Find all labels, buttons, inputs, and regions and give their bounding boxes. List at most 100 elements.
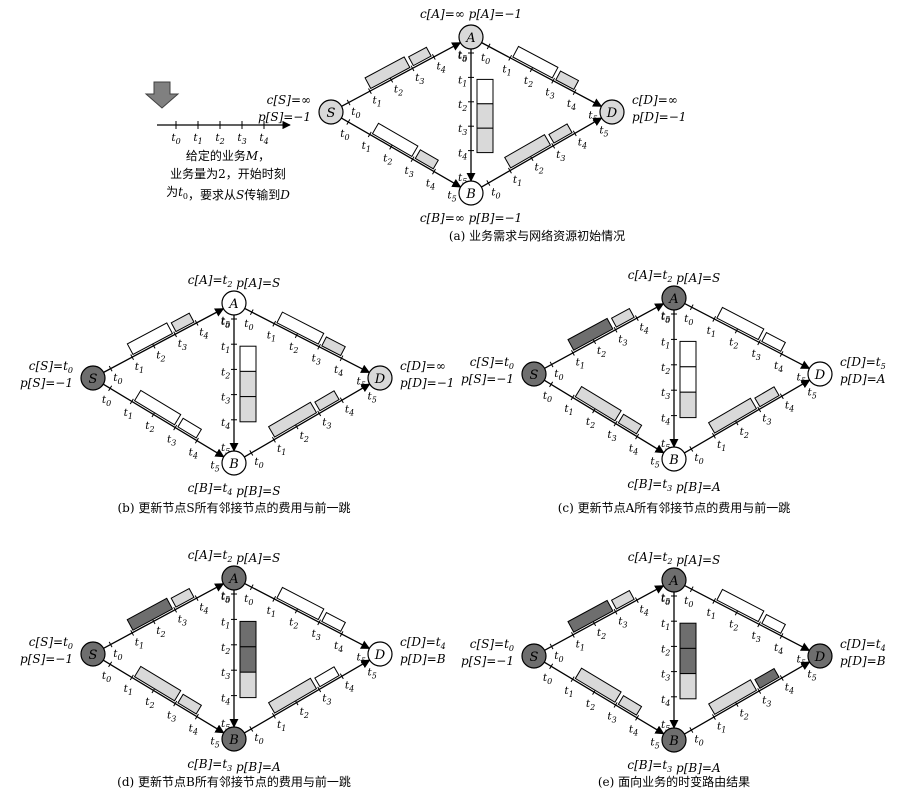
panel-a-edge-SB (341, 117, 462, 188)
panel-e-edge-BD-tick (779, 675, 784, 681)
panel-b-edge-AD-tick (339, 355, 344, 362)
panel-a-edge-AD-tick-label: t4 (567, 98, 576, 112)
panel-a-label-B: c[B]=∞ p[B]=−1 (420, 211, 522, 225)
panel-e-label-A: c[A]=t2 p[A]=S (628, 550, 721, 567)
node-S (521, 643, 547, 669)
panel-c-edge-SA-tick-label: t1 (576, 356, 585, 370)
panel-c: t0t1t2t3t4t5t0t1t2t3t4t5t0t1t2t3t4t5t0t1… (461, 268, 886, 515)
panel-e-edge-AD-slot-white (761, 613, 787, 634)
panel-a-edge-SA-tick-label: t2 (394, 83, 403, 97)
panel-a-edge-AB-tick-label: t0 (458, 50, 467, 64)
panel-a-edge-SA-tick (346, 99, 351, 106)
panel-c-edge-BD-tick-label: t0 (694, 452, 703, 466)
panel-a: t0t1t2t3t4t5t0t1t2t3t4t5t0t1t2t3t4t5t0t1… (258, 7, 686, 243)
panel-e-edge-SB-tick-label: t4 (629, 724, 638, 738)
panel-b-edge-BD-tick-label: t1 (277, 443, 286, 457)
panel-b-edge-AD-tick (362, 366, 366, 373)
panel-d-edge-AD (244, 582, 371, 650)
panel-d-label-B: c[B]=t3 p[B]=A (187, 757, 281, 774)
panel-a-edge-AB-tick-label: t2 (458, 99, 467, 113)
panel-e-edge-SA-tick (634, 597, 639, 604)
panel-a-edge-AB-tick-label: t1 (458, 74, 467, 88)
panel-b-edge-AB-slot-light (239, 370, 257, 398)
panel-e-edge-BD-tick-label: t0 (694, 733, 703, 747)
panel-d-edge-SB-tick-label: t4 (189, 722, 198, 736)
panel-d-edge-SA-tick-label: t2 (156, 625, 165, 639)
panel-e-edge-BD (684, 661, 811, 735)
panel-c-edge-SA-tick-label: t0 (554, 368, 563, 382)
panel-d-edge-AB-tick-label: t5 (221, 718, 230, 732)
panel-c-edge-SB-tick (635, 433, 640, 440)
panel-b-label-pD: p[D]=−1 (400, 376, 454, 390)
panel-b-edge-SB-slot-white (177, 417, 203, 439)
panel-d-edge-SB-tick (216, 726, 221, 733)
node-D-label: D (606, 106, 618, 121)
panel-e-edge-AD-tick (802, 644, 806, 651)
panel-d-edge-AD-tick (339, 631, 344, 637)
panel-d-edge-SA (103, 583, 225, 649)
panel-b-label-cS: c[S]=t0 (29, 359, 73, 375)
panel-d-label-cD: c[D]=t4 (400, 635, 446, 651)
node-S (80, 641, 106, 667)
panel-b-edge-SB-tick-label: t4 (189, 446, 198, 460)
panel-b-edge-SB-tick (129, 398, 134, 405)
panel-d-edge-BD-slot-white (314, 666, 340, 688)
panel-a-edge-BD-tick-label: t3 (556, 149, 565, 163)
panel-a-edge-BD-tick-label: t1 (513, 174, 522, 188)
panel-e-edge-AD-tick-label: t4 (774, 642, 783, 656)
panel-c-label-A: c[A]=t2 p[A]=S (628, 268, 721, 285)
panel-e-edge-SB (543, 661, 665, 735)
panel-d: t0t1t2t3t4t5t0t1t2t3t4t5t0t1t2t3t4t5t0t1… (20, 548, 446, 789)
panel-e: t0t1t2t3t4t5t0t1t2t3t4t5t0t1t2t3t4t5t0t1… (461, 550, 886, 789)
panel-d-edge-BD-tick-label: t0 (254, 732, 263, 746)
node-B (221, 726, 247, 752)
panel-b-edge-BD-tick-label: t2 (300, 430, 309, 444)
panel-e-edge-AB-tick-label: t2 (661, 643, 670, 657)
panel-a-label-A: c[A]=∞ p[A]=−1 (420, 7, 522, 21)
panel-e-edge-SB-tick (570, 676, 575, 683)
panel-a-edge-AD-tick-label: t1 (502, 64, 511, 78)
panel-b-edge-BD-tick (249, 450, 254, 456)
panel-d-edge-BD-tick-label: t1 (277, 719, 286, 733)
panel-e-edge-BD-tick-label: t5 (807, 668, 816, 682)
panel-b-edge-BD-tick (362, 384, 367, 390)
panel-e-edge-AB-tick-label: t1 (661, 618, 670, 632)
panel-b-edge-AD-tick (317, 343, 321, 350)
panel-d-edge-BD-tick (339, 673, 344, 680)
node-D (367, 641, 393, 667)
panel-d-caption: (d) 更新节点B所有邻接节点的费用与前一跳 (117, 774, 351, 789)
panel-c-edge-SA-tick-label: t4 (640, 322, 649, 336)
panel-a-caption: (a) 业务需求与网络资源初始情况 (449, 228, 625, 243)
node-S (521, 361, 547, 387)
node-D-label: D (374, 372, 386, 387)
panel-e-edge-AB-tick-label: t4 (661, 694, 670, 708)
panel-d-edge-BD-tick (362, 660, 367, 666)
panel-d-edge-SB-tick-label: t2 (145, 696, 154, 710)
panel-c-edge-BD (684, 379, 811, 454)
panel-a-edge-BD (481, 117, 603, 188)
panel-e-edge-SA-tick-label: t4 (640, 604, 649, 618)
panel-b-edge-AB-tick-label: t3 (221, 392, 230, 406)
panel-e-edge-SA-tick (613, 608, 618, 615)
panel-b-edge-SA-tick-label: t3 (178, 338, 187, 352)
panel-c-edge-SB-tick-label: t4 (629, 442, 638, 456)
panel-a-edge-SB-tick-label: t0 (340, 128, 349, 142)
panel-a-edge-SB-tick (367, 131, 372, 138)
panel-a-edge-AD (481, 42, 603, 107)
panel-e-edge-BD-tick-label: t1 (717, 720, 726, 734)
panel-c-edge-SA (544, 303, 665, 369)
panel-b-edge-BD-tick-label: t0 (254, 456, 263, 470)
panel-c-edge-SA-slot-dark (567, 317, 614, 351)
panel-d-edge-SB-tick-label: t0 (102, 670, 111, 684)
panel-d-edge-BD-tick (249, 726, 254, 732)
panel-b-edge-BD-slot-light (314, 390, 340, 412)
panel-d-edge-SA-tick (108, 641, 113, 648)
panel-c-edge-BD-tick (689, 446, 694, 452)
panel-b-edge-SA-tick (216, 308, 220, 315)
panel-a-edge-AD-tick (508, 54, 512, 61)
panel-a-edge-BD-tick (551, 142, 556, 149)
panel-b-edge-AB-tick-label: t5 (221, 442, 230, 456)
panel-c-edge-AB-slot-white (679, 366, 697, 393)
panel-a-edge-SA-tick (368, 88, 372, 95)
